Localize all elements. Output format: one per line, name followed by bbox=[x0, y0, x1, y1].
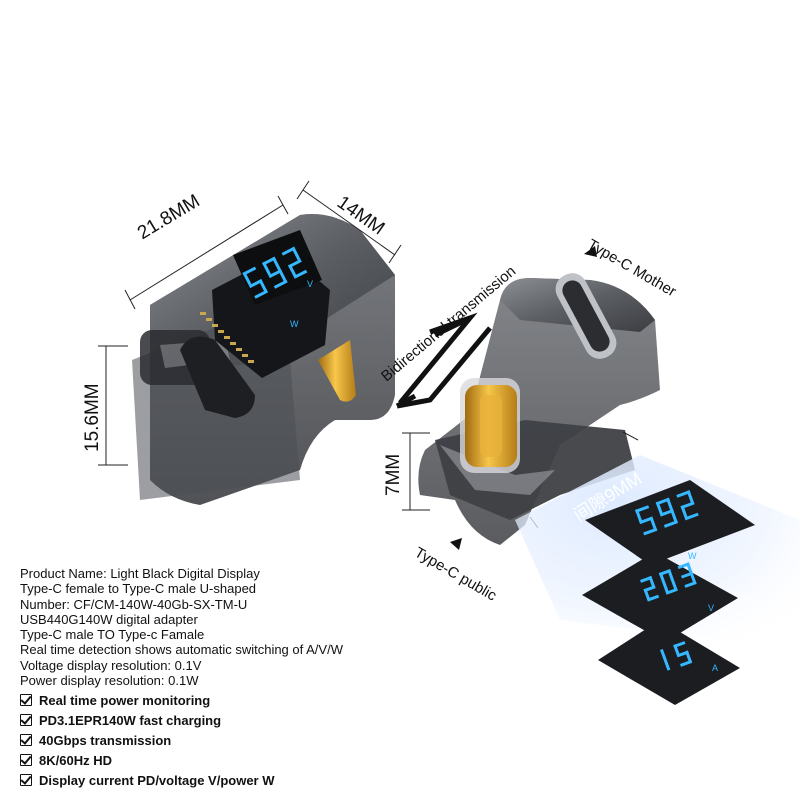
display-card-watts bbox=[585, 480, 755, 565]
checkbox-icon bbox=[20, 734, 32, 746]
left-display-unit-v: V bbox=[307, 279, 313, 289]
product-info-line: Real time detection shows automatic swit… bbox=[20, 642, 343, 658]
card-unit-a: A bbox=[712, 663, 718, 673]
feature-list: Real time power monitoring PD3.1EPR140W … bbox=[20, 690, 275, 790]
feature-item: 8K/60Hz HD bbox=[20, 750, 275, 770]
product-info-line: Type-C male TO Type-c Famale bbox=[20, 627, 205, 643]
dimension-lines-left bbox=[98, 180, 402, 466]
bidirectional-arrows bbox=[395, 312, 492, 409]
feature-label: Display current PD/voltage V/power W bbox=[39, 772, 275, 788]
left-display-unit-w: W bbox=[290, 319, 299, 329]
feature-item: PD3.1EPR140W fast charging bbox=[20, 710, 275, 730]
right-adapter bbox=[418, 273, 660, 545]
dimension-lines-right bbox=[402, 431, 639, 529]
feature-label: 8K/60Hz HD bbox=[39, 752, 112, 768]
checkbox-icon bbox=[20, 714, 32, 726]
feature-label: 40Gbps transmission bbox=[39, 732, 172, 748]
product-info-line: USB440G140W digital adapter bbox=[20, 611, 198, 627]
card-unit-v: V bbox=[708, 603, 714, 613]
pin-header bbox=[200, 312, 254, 363]
feature-label: PD3.1EPR140W fast charging bbox=[39, 712, 222, 728]
feature-label: Real time power monitoring bbox=[39, 692, 211, 708]
checkbox-icon bbox=[20, 754, 32, 766]
product-info-line: Power display resolution: 0.1W bbox=[20, 673, 199, 689]
mother-pointer bbox=[584, 246, 597, 257]
product-info-line: Type-C female to Type-C male U-shaped bbox=[20, 581, 257, 597]
product-info: Product Name: Light Black Digital Displa… bbox=[20, 566, 343, 688]
checkbox-icon bbox=[20, 774, 32, 786]
height-dimension-label: 15.6MM bbox=[82, 383, 103, 452]
feature-item: 40Gbps transmission bbox=[20, 730, 275, 750]
product-info-line: Voltage display resolution: 0.1V bbox=[20, 657, 202, 673]
feature-item: Display current PD/voltage V/power W bbox=[20, 770, 275, 790]
feature-item: Real time power monitoring bbox=[20, 690, 275, 710]
public-pointer bbox=[450, 538, 462, 550]
card-unit-w: W bbox=[688, 551, 697, 561]
product-info-line: Number: CF/CM-140W-40Gb-SX-TM-U bbox=[20, 596, 248, 612]
product-info-line: Product Name: Light Black Digital Displa… bbox=[20, 566, 260, 581]
left-adapter bbox=[132, 214, 395, 505]
plug-height-dimension-label: 7MM bbox=[383, 453, 404, 496]
display-card-amps bbox=[598, 620, 740, 705]
display-card-volts bbox=[582, 552, 738, 642]
left-digit-display bbox=[242, 246, 308, 299]
checkbox-icon bbox=[20, 694, 32, 706]
